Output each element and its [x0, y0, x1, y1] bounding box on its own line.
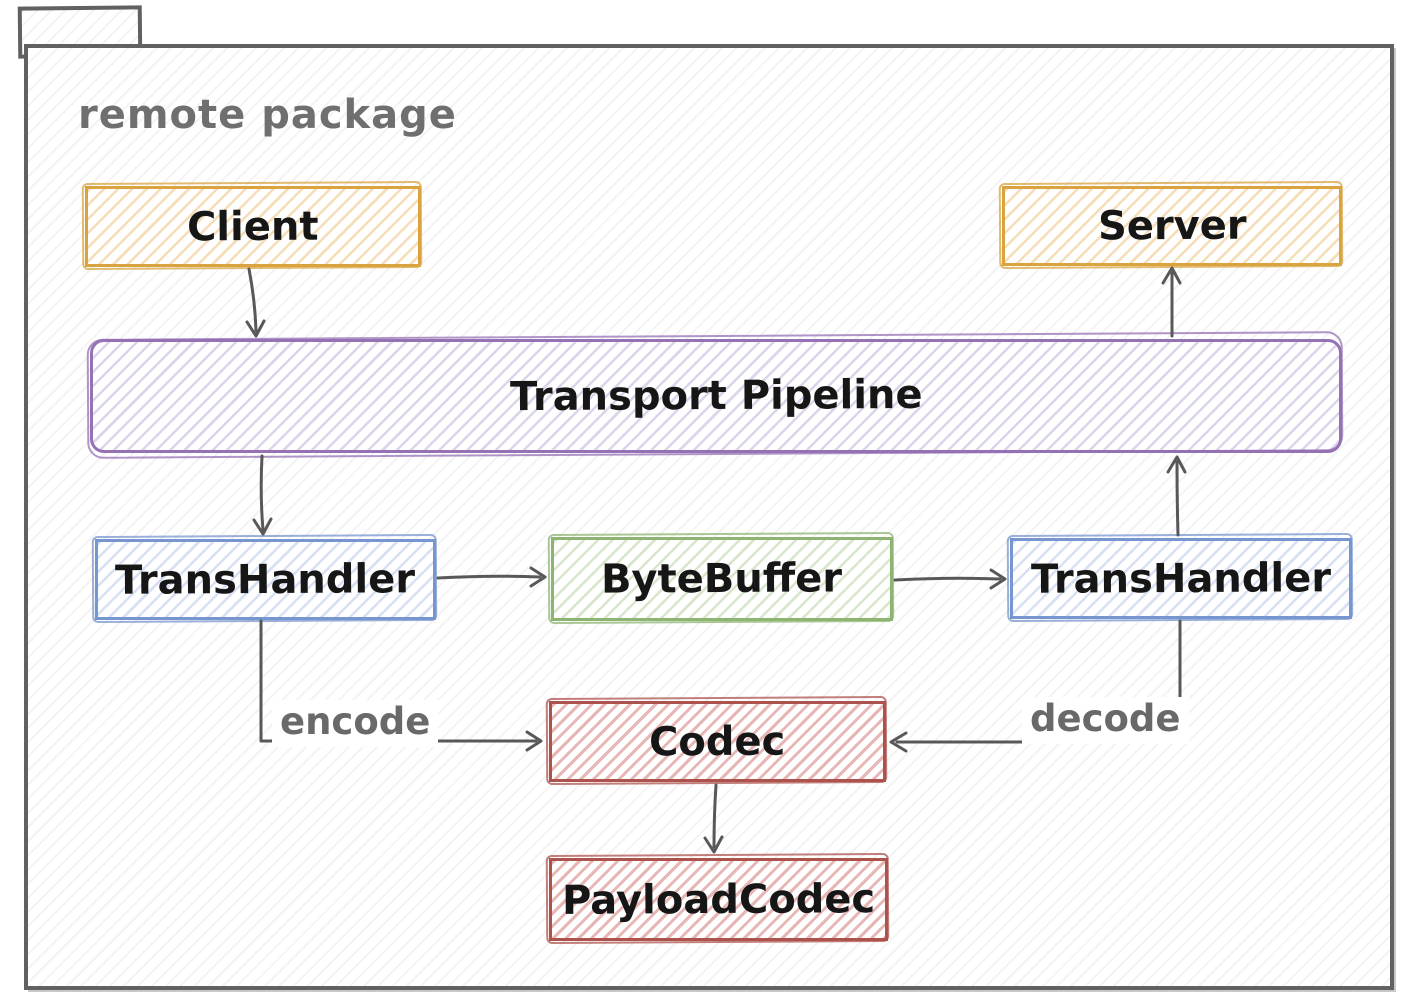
node-payload-codec-label: PayloadCodec — [561, 875, 876, 924]
node-transport-pipeline-label: Transport Pipeline — [509, 371, 923, 421]
node-server-label: Server — [1097, 202, 1247, 250]
node-client-label: Client — [187, 203, 319, 250]
node-payload-codec: PayloadCodec — [549, 858, 888, 941]
node-trans-handler-right: TransHandler — [1010, 538, 1352, 619]
node-byte-buffer-label: ByteBuffer — [601, 555, 843, 603]
node-codec-label: Codec — [649, 718, 786, 765]
package-title: remote package — [78, 92, 457, 138]
node-client: Client — [85, 186, 421, 267]
node-transport-pipeline: Transport Pipeline — [90, 339, 1342, 453]
edge-label-encode: encode — [272, 700, 439, 747]
node-trans-handler-right-label: TransHandler — [1030, 554, 1332, 603]
edge-label-decode: decode — [1022, 697, 1189, 744]
node-trans-handler-left: TransHandler — [95, 539, 436, 620]
node-server: Server — [1002, 186, 1342, 266]
node-byte-buffer: ByteBuffer — [551, 537, 893, 621]
node-trans-handler-left-label: TransHandler — [115, 555, 416, 604]
node-codec: Codec — [549, 701, 886, 782]
